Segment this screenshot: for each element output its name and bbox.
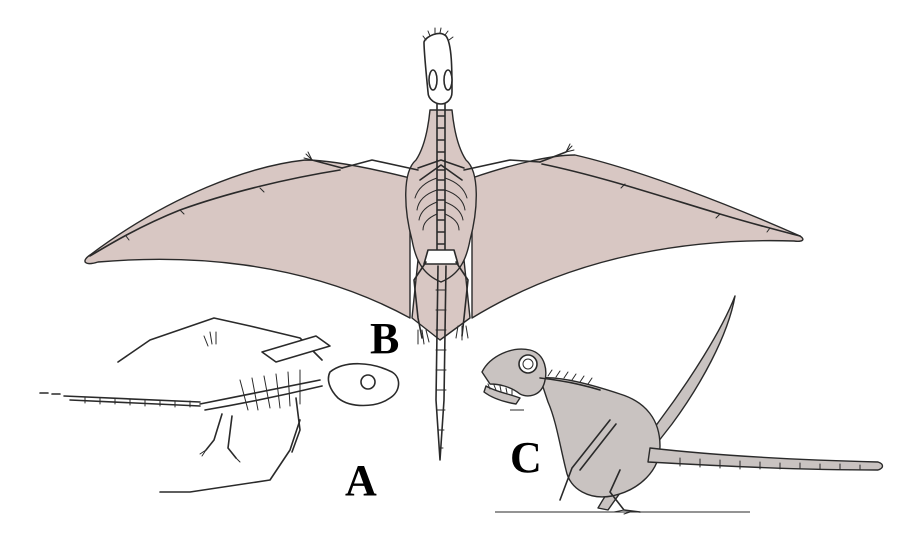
lateral-forearm — [559, 419, 617, 501]
fossil-hand — [203, 331, 217, 347]
tail — [435, 265, 447, 461]
neck — [436, 103, 446, 161]
orbit-right — [443, 69, 453, 91]
right-forearm — [539, 151, 567, 163]
panel-label-c: C — [510, 433, 542, 482]
right-wing-membrane — [471, 154, 804, 319]
left-foot — [417, 329, 430, 345]
left-forearm — [311, 159, 343, 169]
lateral-tail — [647, 447, 884, 471]
left-wing-finger-joints — [125, 187, 265, 241]
orbit-left — [428, 69, 438, 91]
fossil-ribs — [239, 369, 301, 411]
fossil-orbit — [360, 374, 376, 390]
fossil-foot — [199, 449, 241, 463]
lateral-teeth — [487, 383, 513, 396]
left-claws — [303, 151, 313, 161]
body-outline — [405, 109, 477, 283]
tail-segments — [435, 289, 447, 449]
right-wing-finger-joints — [620, 183, 771, 233]
shoulder-girdle — [417, 159, 465, 181]
left-humerus — [341, 159, 419, 171]
skull-dorsal — [423, 32, 453, 105]
fossil-leg-1 — [205, 413, 223, 451]
fossil-trunk — [199, 379, 323, 411]
fossil-tail — [39, 392, 201, 407]
right-claws — [565, 143, 575, 153]
left-leg — [413, 261, 427, 339]
lateral-tail-segments — [679, 457, 861, 470]
panel-c-lateral-reconstruction — [481, 295, 884, 515]
fossil-humerus-block — [261, 335, 331, 363]
panel-label-b: B — [370, 314, 399, 363]
lateral-orbit — [518, 354, 538, 374]
lateral-hindleg — [609, 469, 641, 513]
panel-b-dorsal-reconstruction — [84, 27, 804, 461]
fossil-leg-2 — [227, 415, 237, 459]
fossil-tail-segments — [84, 396, 191, 408]
lateral-jaw — [483, 385, 521, 405]
lateral-orbit-ring — [522, 358, 534, 370]
panel-label-a: A — [345, 456, 377, 505]
dorsal-vertebrae — [436, 159, 446, 263]
right-humerus — [463, 159, 541, 171]
lateral-body — [539, 376, 661, 498]
right-foot — [455, 325, 469, 341]
lateral-neck — [539, 377, 601, 391]
left-wing-membrane — [84, 159, 411, 319]
ribs — [414, 177, 468, 231]
pelvis — [423, 249, 459, 265]
lateral-neck-spines — [547, 369, 593, 385]
right-wing-finger — [541, 163, 801, 237]
lateral-foot — [613, 509, 631, 515]
panel-a-fossil-specimen — [39, 317, 400, 493]
fossil-lower-wing-2 — [291, 397, 301, 453]
teeth-row — [422, 27, 454, 41]
right-leg — [455, 261, 469, 337]
fossil-lower-wing — [159, 419, 301, 493]
